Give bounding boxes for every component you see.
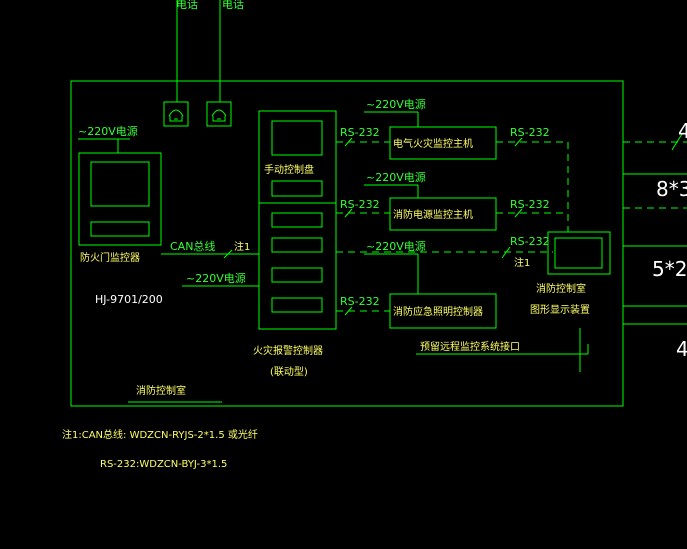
rs232-label-d: RS-232 bbox=[510, 198, 550, 211]
graphic-display-device bbox=[547, 231, 611, 275]
fire-door-monitor bbox=[78, 152, 162, 246]
power-label-main: ~220V电源 bbox=[78, 124, 138, 138]
can-bus-tick bbox=[223, 249, 233, 259]
can-bus-label: CAN总线 bbox=[170, 239, 215, 253]
phone-tag-left: 电话 bbox=[176, 0, 198, 11]
note-mark-display: 注1 bbox=[514, 256, 530, 269]
remote-interface-label: 预留远程监控系统接口 bbox=[420, 340, 520, 353]
telephone-icon bbox=[163, 101, 189, 127]
room-border bbox=[70, 80, 624, 407]
manual-panel-label: 手动控制盘 bbox=[264, 163, 314, 176]
phone-tag-right: 电话 bbox=[222, 0, 244, 11]
edge-count-3: 5*2 bbox=[652, 257, 687, 281]
power-monitor-host bbox=[389, 197, 497, 231]
rs232-label-c: RS-232 bbox=[340, 198, 380, 211]
power-monitor-host-label: 消防电源监控主机 bbox=[393, 208, 473, 221]
edge-count-2: 8*3 bbox=[656, 177, 687, 201]
fire-door-model: HJ-9701/200 bbox=[95, 293, 163, 306]
display-label-line2: 图形显示装置 bbox=[530, 303, 590, 316]
telephone-icon bbox=[206, 101, 232, 127]
manual-control-panel bbox=[258, 110, 337, 204]
power-label-3: ~220V电源 bbox=[366, 239, 426, 253]
rs232-tick bbox=[344, 137, 353, 147]
rs232-tick bbox=[344, 306, 353, 316]
rs232-label-a: RS-232 bbox=[340, 126, 380, 139]
electric-fire-host-label: 电气火灾监控主机 bbox=[393, 137, 473, 150]
rs232-label-b: RS-232 bbox=[510, 126, 550, 139]
fire-alarm-type-label: (联动型) bbox=[270, 365, 308, 378]
rs232-label-e: RS-232 bbox=[510, 235, 550, 248]
power-label-2: ~220V电源 bbox=[366, 170, 426, 184]
cable-note-1: 注1:CAN总线: WDZCN-RYJS-2*1.5 或光纤 bbox=[62, 428, 258, 441]
rs232-tick bbox=[514, 137, 523, 147]
power-label-1: ~220V电源 bbox=[366, 97, 426, 111]
rs232-tick bbox=[501, 246, 511, 259]
cable-note-2: RS-232:WDZCN-BYJ-3*1.5 bbox=[100, 459, 227, 470]
door-monitor-controller-label: 消防应急照明控制器 bbox=[393, 305, 483, 318]
edge-tick bbox=[671, 133, 683, 151]
electric-fire-host bbox=[389, 126, 497, 160]
rs232-tick bbox=[514, 208, 523, 218]
room-title: 消防控制室 bbox=[136, 384, 186, 397]
note-mark-can: 注1 bbox=[234, 240, 250, 253]
rs232-label-f: RS-232 bbox=[340, 295, 380, 308]
rs232-tick bbox=[344, 208, 353, 218]
power-label-controller: ~220V电源 bbox=[186, 271, 246, 285]
fire-door-monitor-label: 防火门监控器 bbox=[80, 251, 140, 264]
fire-alarm-controller bbox=[258, 202, 337, 330]
edge-count-4: 4 bbox=[676, 337, 687, 361]
display-label-line1: 消防控制室 bbox=[536, 282, 586, 295]
fire-alarm-controller-label: 火灾报警控制器 bbox=[253, 344, 323, 357]
edge-count-1: 4 bbox=[678, 119, 687, 143]
